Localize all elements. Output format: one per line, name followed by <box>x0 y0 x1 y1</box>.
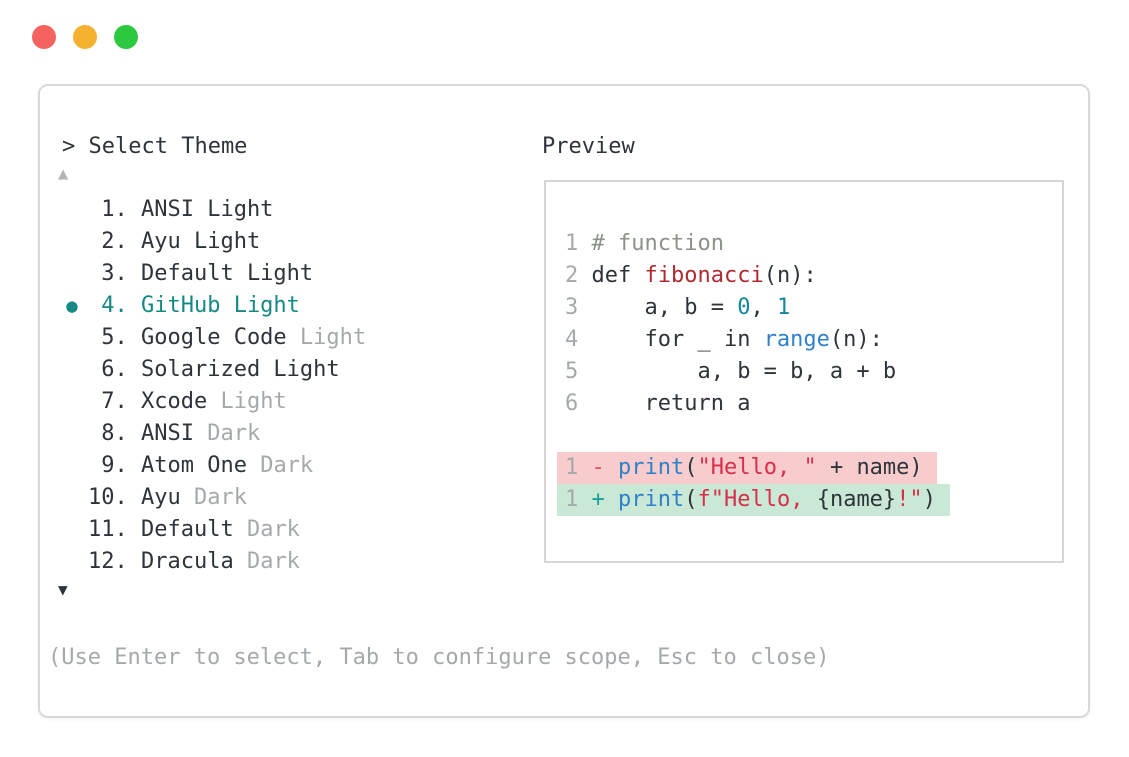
code-token-string: "Hello, " <box>697 455 817 480</box>
line-number: 1 <box>565 455 592 480</box>
theme-picker-window: > Select Theme Preview ▲ 1. ANSI Light 2… <box>38 84 1090 718</box>
code-token-plain: ) <box>922 487 936 512</box>
marker-empty <box>56 322 88 354</box>
code-blank-line <box>565 420 1062 452</box>
code-line: 5 a, b = b, a + b <box>565 356 1062 388</box>
theme-item-variant: Light <box>207 389 287 414</box>
code-line: 6 return a <box>565 388 1062 420</box>
line-number: 6 <box>565 391 592 416</box>
theme-item-1[interactable]: 1. ANSI Light <box>56 194 366 226</box>
theme-item-7[interactable]: 7. Xcode Light <box>56 386 366 418</box>
code-token-string: !" <box>896 487 923 512</box>
traffic-lights <box>32 25 138 49</box>
marker-empty <box>56 418 88 450</box>
theme-item-label: 10. Ayu <box>88 485 181 510</box>
select-theme-prompt: > Select Theme <box>62 134 248 159</box>
code-token-plain: ( <box>684 487 698 512</box>
theme-item-9[interactable]: 9. Atom One Dark <box>56 450 366 482</box>
theme-item-12[interactable]: 12. Dracula Dark <box>56 546 366 578</box>
theme-item-10[interactable]: 10. Ayu Dark <box>56 482 366 514</box>
code-token-plain: return a <box>591 391 751 416</box>
theme-item-variant: Dark <box>233 549 300 574</box>
marker-empty <box>56 514 88 546</box>
theme-item-5[interactable]: 5. Google Code Light <box>56 322 366 354</box>
code-token-plain: a, b = <box>591 295 738 320</box>
scroll-up-icon[interactable]: ▲ <box>58 164 69 184</box>
code-token-plain: for _ in <box>591 327 764 352</box>
code-token-plain: ( <box>684 455 698 480</box>
code-token-plain: + name) <box>816 455 923 480</box>
theme-item-6[interactable]: 6. Solarized Light <box>56 354 366 386</box>
code-token-func: fibonacci <box>644 263 764 288</box>
theme-item-variant: Dark <box>193 421 261 446</box>
marker-empty <box>56 258 88 290</box>
minimize-button[interactable] <box>73 25 97 49</box>
keyboard-hint: (Use Enter to select, Tab to configure s… <box>48 645 830 670</box>
diff-line-added: 1 + print(f"Hello, {name}!") <box>557 484 1062 516</box>
marker-empty <box>56 482 88 514</box>
theme-list: 1. ANSI Light 2. Ayu Light 3. Default Li… <box>56 194 366 578</box>
theme-item-label: 5. Google Code <box>88 325 287 350</box>
theme-item-label: 3. Default Light <box>88 261 314 286</box>
theme-item-label: 12. Dracula <box>88 549 234 574</box>
line-number: 5 <box>565 359 592 384</box>
theme-item-label: 11. Default <box>88 517 234 542</box>
marker-empty <box>56 450 88 482</box>
code-token-plain: def <box>591 263 645 288</box>
code-line: 4 for _ in range(n): <box>565 324 1062 356</box>
code-token-plus: + <box>591 487 618 512</box>
code-token-plain: , <box>750 295 777 320</box>
theme-item-label: 8. ANSI <box>88 421 194 446</box>
scroll-down-icon[interactable]: ▼ <box>58 580 68 599</box>
theme-item-label: 4. GitHub Light <box>88 293 300 318</box>
theme-item-3[interactable]: 3. Default Light <box>56 258 366 290</box>
theme-item-label: 2. Ayu Light <box>88 229 261 254</box>
code-token-number: 1 <box>776 295 791 320</box>
theme-item-variant: Dark <box>233 517 300 542</box>
theme-item-11[interactable]: 11. Default Dark <box>56 514 366 546</box>
code-token-number: 0 <box>737 295 751 320</box>
diff-line-removed: 1 - print("Hello, " + name) <box>557 452 1062 484</box>
marker-empty <box>56 194 88 226</box>
code-token-builtin: print <box>618 455 685 480</box>
theme-item-variant: Dark <box>246 453 314 478</box>
code-token-plain: (n): <box>829 327 883 352</box>
line-number: 1 <box>565 231 592 256</box>
marker-empty <box>56 386 88 418</box>
preview-title: Preview <box>542 134 635 159</box>
code-token-minus: - <box>591 455 618 480</box>
line-number: 4 <box>565 327 592 352</box>
code-token-builtin: range <box>763 327 830 352</box>
code-line: 2 def fibonacci(n): <box>565 260 1062 292</box>
line-number: 2 <box>565 263 592 288</box>
marker-empty <box>56 226 88 258</box>
theme-item-variant: Dark <box>180 485 247 510</box>
zoom-button[interactable] <box>114 25 138 49</box>
theme-item-4[interactable]: ● 4. GitHub Light <box>56 290 366 322</box>
code-token-string: f"Hello, <box>697 487 817 512</box>
theme-item-variant: Light <box>286 325 367 350</box>
code-token-plain: a, b = b, a + b <box>591 359 897 384</box>
code-token-builtin: print <box>618 487 685 512</box>
code-token-comment: # function <box>591 231 724 256</box>
theme-item-label: 7. Xcode <box>88 389 208 414</box>
theme-item-label: 1. ANSI Light <box>88 197 274 222</box>
theme-item-2[interactable]: 2. Ayu Light <box>56 226 366 258</box>
code-token-plain: (n): <box>763 263 817 288</box>
code-line: 3 a, b = 0, 1 <box>565 292 1062 324</box>
marker-empty <box>56 546 88 578</box>
theme-item-label: 6. Solarized Light <box>88 357 340 382</box>
line-number: 3 <box>565 295 592 320</box>
code-token-plain: {name} <box>816 487 897 512</box>
code-line: 1 # function <box>565 228 1062 260</box>
close-button[interactable] <box>32 25 56 49</box>
theme-item-8[interactable]: 8. ANSI Dark <box>56 418 366 450</box>
marker-empty <box>56 354 88 386</box>
theme-item-label: 9. Atom One <box>88 453 247 478</box>
line-number: 1 <box>565 487 592 512</box>
selected-bullet-icon: ● <box>66 295 78 317</box>
